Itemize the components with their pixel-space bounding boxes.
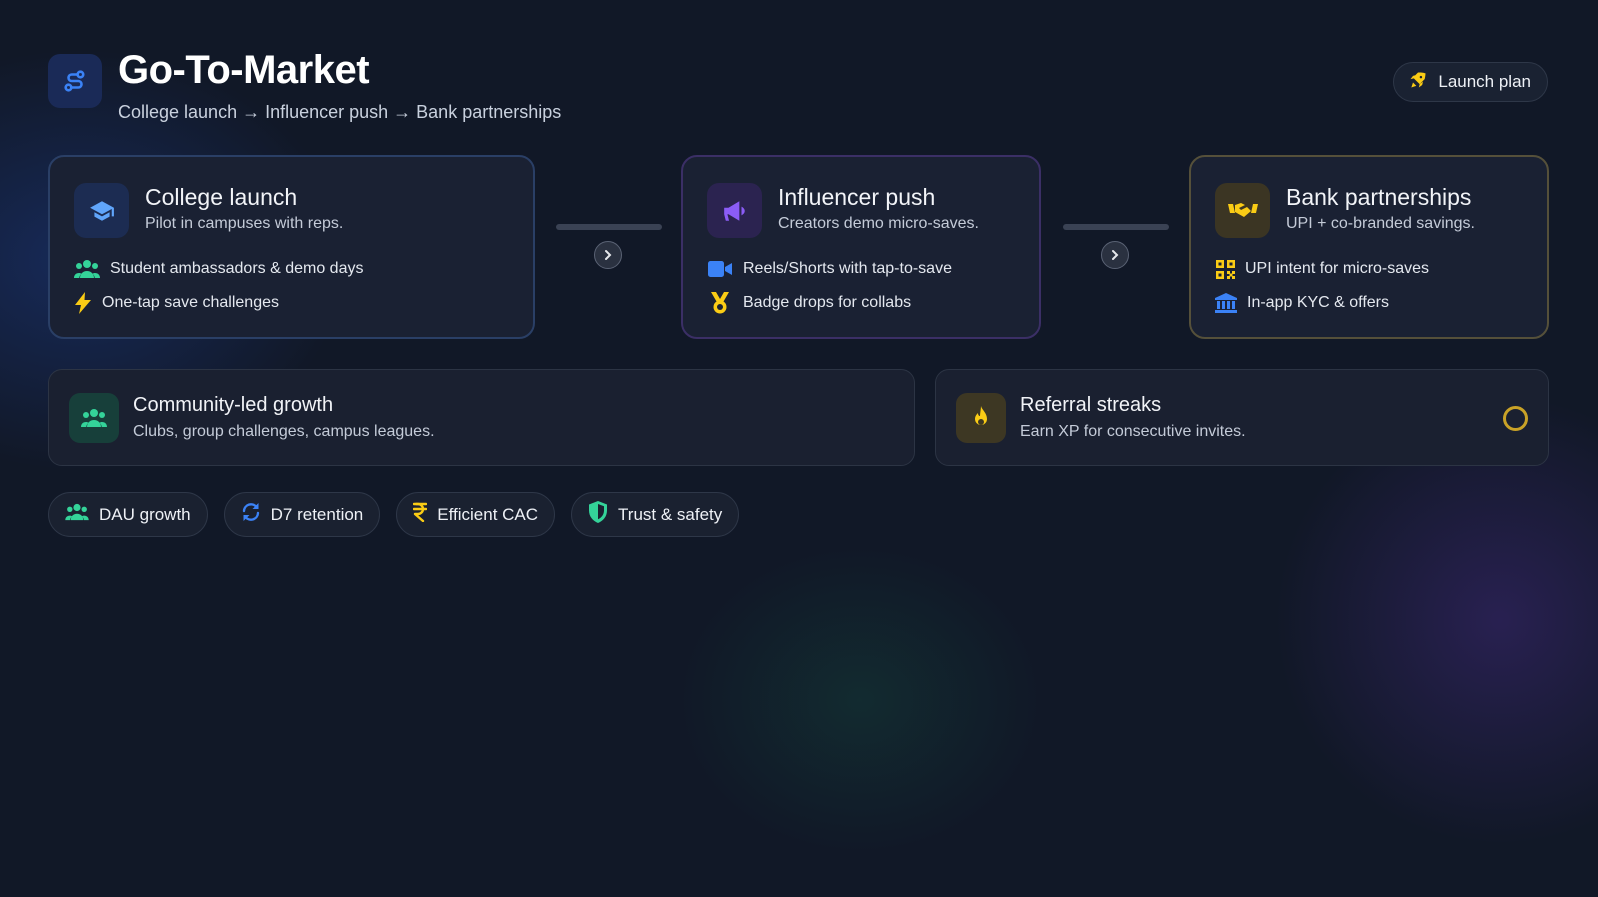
stage-card-bank-partnerships[interactable]: Bank partnerships UPI + co-branded savin… [1189,155,1549,339]
video-icon [707,261,733,277]
stage-item: One-tap save challenges [74,286,509,320]
launch-plan-label: Launch plan [1438,72,1531,91]
stage-item: Reels/Shorts with tap-to-save [707,252,1015,286]
medal-icon [707,292,733,314]
card-title: Referral streaks [1020,394,1162,416]
users-icon [65,503,89,526]
card-description: Clubs, group challenges, campus leagues. [133,423,435,440]
page-subtitle: College launch → Influencer push → Bank … [118,102,562,122]
qr-code-icon [1215,259,1235,279]
stage-card-college-launch[interactable]: College launch Pilot in campuses with re… [48,155,535,339]
chevron-right-icon[interactable] [1101,241,1129,269]
handshake-icon [1215,183,1270,238]
route-icon [48,54,102,108]
stage-card-influencer-push[interactable]: Influencer push Creators demo micro-save… [681,155,1041,339]
stage-description: Pilot in campuses with reps. [145,215,344,232]
progress-ring [1503,406,1528,431]
rupee-icon [413,502,428,527]
bank-icon [1215,293,1237,313]
bolt-icon [74,292,92,314]
fire-icon [956,392,1006,443]
card-title: Community-led growth [133,394,334,416]
users-icon [69,392,119,443]
users-icon [74,259,100,279]
stage-item: Badge drops for collabs [707,286,1015,320]
graduation-cap-icon [74,183,129,238]
stage-title: Bank partnerships [1286,184,1472,210]
chevron-right-icon[interactable] [594,241,622,269]
megaphone-icon [707,183,762,238]
stage-title: College launch [145,184,298,210]
card-description: Earn XP for consecutive invites. [1020,423,1246,440]
page-header: Go-To-Market College launch → Influencer… [48,46,561,123]
stage-item: UPI intent for micro-saves [1215,252,1523,286]
stage-item: In-app KYC & offers [1215,286,1523,320]
metric-chip-efficient-cac[interactable]: Efficient CAC [396,492,556,537]
stage-description: Creators demo micro-saves. [778,215,979,232]
metrics-chips: DAU growth D7 retention Efficient CAC Tr… [48,492,740,537]
refresh-icon [241,502,261,527]
shield-icon [588,501,608,528]
metric-chip-trust-safety[interactable]: Trust & safety [571,492,740,537]
stage-connector [556,224,662,230]
community-growth-card[interactable]: Community-led growth Clubs, group challe… [48,369,915,466]
rocket-icon [1408,70,1428,95]
stage-connector [1063,224,1169,230]
referral-streaks-card[interactable]: Referral streaks Earn XP for consecutive… [935,369,1549,466]
stage-description: UPI + co-branded savings. [1286,215,1475,232]
metric-chip-d7-retention[interactable]: D7 retention [223,492,381,537]
metric-chip-dau-growth[interactable]: DAU growth [48,492,208,537]
stage-item: Student ambassadors & demo days [74,252,509,286]
page-title: Go-To-Market [118,48,370,92]
launch-plan-button[interactable]: Launch plan [1393,62,1548,102]
stage-title: Influencer push [778,184,936,210]
